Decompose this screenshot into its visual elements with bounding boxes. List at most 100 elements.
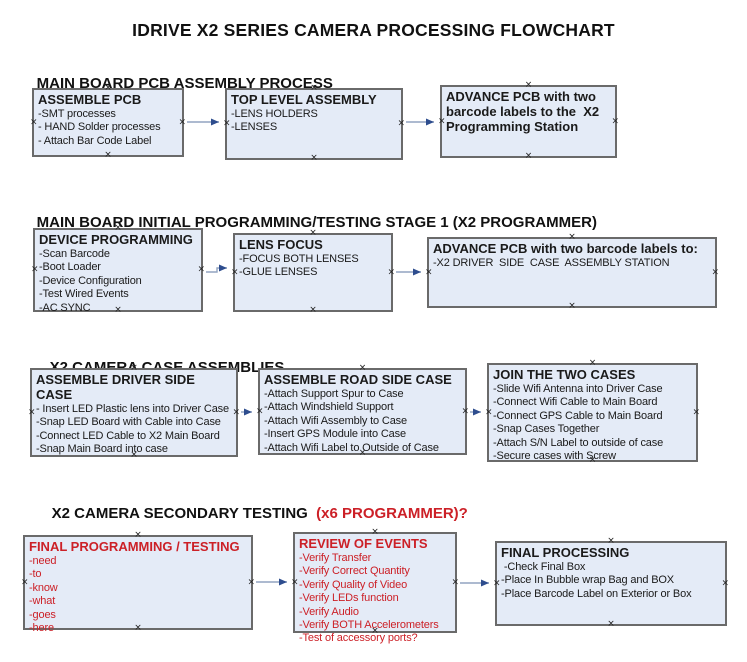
- anchor-marker-icon: ×: [358, 363, 367, 373]
- box-item: -Snap Main Board into case: [36, 443, 168, 456]
- box-items: -FOCUS BOTH LENSES-GLUE LENSES: [239, 253, 387, 280]
- anchor-marker-icon: ×: [692, 407, 700, 417]
- box-title: LENS FOCUS: [239, 237, 323, 252]
- box-item: -Attach Wifi Label to Outside of Case: [264, 441, 439, 454]
- box-item: - Attach Bar Code Label: [38, 134, 152, 147]
- box-item: -know: [29, 581, 58, 594]
- box-item: -Connect LED Cable to X2 Main Board: [36, 429, 220, 442]
- box-item: -Scan Barcode: [39, 248, 110, 260]
- section-heading-suffix: (x6 PROGRAMMER)?: [307, 505, 468, 522]
- box-title: REVIEW OF EVENTS: [299, 536, 428, 551]
- box-title: FINAL PROCESSING: [501, 545, 630, 560]
- anchor-marker-icon: ×: [524, 151, 533, 161]
- box-title: ADVANCE PCB with two barcode labels to:: [433, 241, 698, 256]
- anchor-marker-icon: ×: [524, 80, 533, 90]
- box-items: -Attach Support Spur to Case-Attach Wind…: [264, 388, 461, 455]
- box-device-programming: DEVICE PROGRAMMING -Scan Barcode-Boot Lo…: [31, 224, 205, 315]
- box-items: -need-to-know-what-goes-here: [29, 555, 247, 635]
- box-item: -what: [29, 595, 56, 608]
- box-item: -LENS HOLDERS: [231, 108, 318, 120]
- anchor-marker-icon: ×: [231, 267, 239, 277]
- box-item: -Boot Loader: [39, 261, 101, 274]
- box-items: -X2 DRIVER SIDE CASE ASSEMBLY STATION: [433, 257, 711, 270]
- anchor-marker-icon: ×: [247, 577, 255, 587]
- box-title: ADVANCE PCB with two barcode labels to t…: [446, 89, 603, 134]
- box-item: -Secure cases with Screw: [493, 450, 616, 463]
- anchor-marker-icon: ×: [28, 407, 36, 417]
- box-item: -Verify Quality of Video: [299, 578, 408, 591]
- box-top-level-assembly: TOP LEVEL ASSEMBLY -LENS HOLDERS-LENSES …: [223, 84, 405, 163]
- box-item: -Device Configuration: [39, 274, 142, 287]
- section-heading-text: MAIN BOARD PCB ASSEMBLY PROCESS: [36, 75, 333, 92]
- box-item: -Attach Support Spur to Case: [264, 388, 404, 400]
- anchor-marker-icon: ×: [30, 117, 38, 127]
- box-assemble-road-side-case: ASSEMBLE ROAD SIDE CASE -Attach Support …: [256, 363, 469, 458]
- box-item: -GLUE LENSES: [239, 266, 318, 279]
- anchor-marker-icon: ×: [178, 117, 186, 127]
- box-join-the-two-cases: JOIN THE TWO CASES -Slide Wifi Antenna i…: [485, 359, 700, 465]
- anchor-marker-icon: ×: [397, 118, 405, 129]
- anchor-marker-icon: ×: [451, 577, 459, 587]
- box-item: -Verify BOTH Accelerometers: [299, 619, 439, 632]
- anchor-marker-icon: ×: [31, 264, 39, 275]
- box-advance-pcb-programming-station: ADVANCE PCB with two barcode labels to t…: [438, 80, 619, 161]
- box-review-of-events: REVIEW OF EVENTS -Verify Transfer-Verify…: [291, 528, 459, 645]
- anchor-marker-icon: ×: [711, 267, 719, 277]
- box-item: -Insert GPS Module into Case: [264, 428, 406, 441]
- anchor-marker-icon: ×: [493, 578, 501, 588]
- box-title: DEVICE PROGRAMMING: [39, 232, 193, 247]
- box-item: -Attach S/N Label to outside of case: [493, 436, 664, 449]
- box-title: FINAL PROGRAMMING / TESTING: [29, 539, 240, 554]
- anchor-marker-icon: ×: [607, 536, 615, 546]
- box-item: -to: [29, 568, 42, 581]
- box-item: -Connect GPS Cable to Main Board: [493, 409, 663, 422]
- section-heading-text: X2 CAMERA SECONDARY TESTING: [51, 505, 308, 522]
- box-item: -Verify Correct Quantity: [299, 565, 410, 578]
- section-heading-pcb-assembly: MAIN BOARD PCB ASSEMBLY PROCESS: [20, 58, 333, 109]
- box-item: -need: [29, 555, 57, 567]
- box-items: -Scan Barcode-Boot Loader-Device Configu…: [39, 248, 197, 315]
- anchor-marker-icon: ×: [425, 267, 433, 277]
- anchor-marker-icon: ×: [387, 267, 395, 277]
- box-item: -goes: [29, 608, 56, 621]
- box-title: ASSEMBLE ROAD SIDE CASE: [264, 372, 452, 387]
- box-items: - Insert LED Plastic lens into Driver Ca…: [36, 403, 232, 457]
- anchor-marker-icon: ×: [291, 577, 299, 587]
- anchor-marker-icon: ×: [232, 407, 240, 417]
- anchor-marker-icon: ×: [256, 406, 264, 416]
- anchor-marker-icon: ×: [461, 406, 469, 416]
- box-item: - Insert LED Plastic lens into Driver Ca…: [36, 403, 229, 415]
- box-item: -Verify Transfer: [299, 552, 372, 564]
- box-item: -Snap Cases Together: [493, 423, 600, 436]
- box-item: -Test Wired Events: [39, 288, 129, 301]
- anchor-marker-icon: ×: [568, 301, 576, 311]
- anchor-marker-icon: ×: [21, 577, 29, 587]
- box-item: -Verify Audio: [299, 605, 359, 618]
- arrow-device-to-lensfocus: [206, 264, 227, 273]
- box-items: -SMT processes- HAND Solder processes- A…: [38, 108, 178, 148]
- box-lens-focus: LENS FOCUS -FOCUS BOTH LENSES-GLUE LENSE…: [231, 229, 395, 315]
- box-title: ASSEMBLE DRIVER SIDE CASE: [36, 372, 195, 402]
- box-item: -Attach Windshield Support: [264, 401, 394, 414]
- box-item: -Place Barcode Label on Exterior or Box: [501, 587, 692, 600]
- anchor-marker-icon: ×: [223, 118, 231, 129]
- anchor-marker-icon: ×: [310, 153, 318, 163]
- box-title: ASSEMBLE PCB: [38, 92, 142, 107]
- box-item: -Test of accessory ports?: [299, 632, 418, 645]
- section-heading-secondary-testing: X2 CAMERA SECONDARY TESTING (x6 PROGRAMM…: [35, 488, 468, 539]
- box-final-processing: FINAL PROCESSING -Check Final Box-Place …: [493, 536, 729, 629]
- box-item: -Slide Wifi Antenna into Driver Case: [493, 383, 663, 395]
- box-assemble-pcb: ASSEMBLE PCB -SMT processes- HAND Solder…: [30, 84, 186, 160]
- section-heading-initial-programming: MAIN BOARD INITIAL PROGRAMMING/TESTING S…: [20, 197, 597, 248]
- anchor-marker-icon: ×: [485, 407, 493, 417]
- box-title: JOIN THE TWO CASES: [493, 367, 636, 382]
- box-item: -Place In Bubble wrap Bag and BOX: [501, 574, 674, 587]
- box-items: -Check Final Box-Place In Bubble wrap Ba…: [501, 561, 721, 601]
- box-final-programming-testing: FINAL PROGRAMMING / TESTING -need-to-kno…: [21, 531, 255, 635]
- box-item: -X2 DRIVER SIDE CASE ASSEMBLY STATION: [433, 257, 670, 269]
- anchor-marker-icon: ×: [611, 116, 619, 126]
- box-item: - HAND Solder processes: [38, 121, 161, 134]
- box-items: -Slide Wifi Antenna into Driver Case -Con…: [493, 383, 692, 463]
- box-item: -Verify LEDs function: [299, 592, 399, 605]
